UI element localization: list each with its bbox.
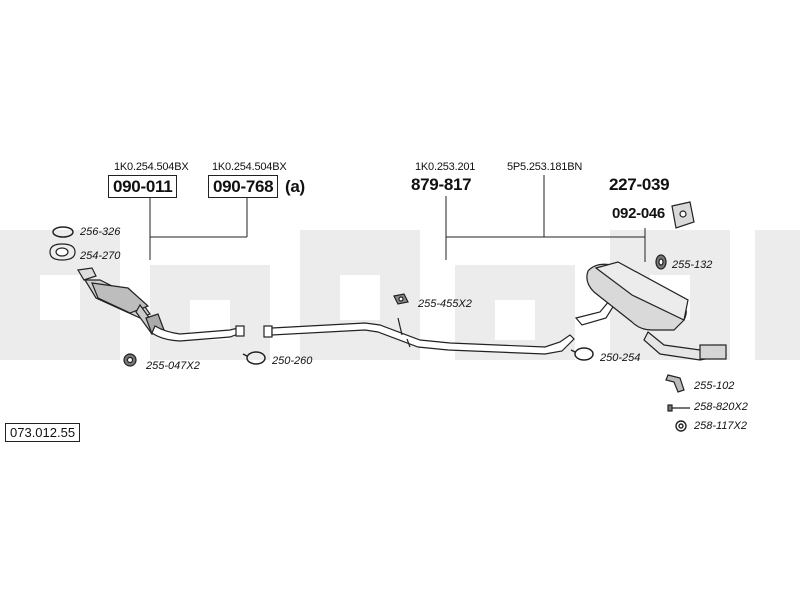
catalog-code: 073.012.55: [5, 423, 81, 442]
part-number-catalyst-1[interactable]: 090-011: [108, 175, 178, 198]
hanger-icon: [393, 293, 409, 305]
leader-lines: [149, 175, 646, 262]
catalytic-converter-part[interactable]: [77, 267, 165, 335]
bolt-icon: [667, 404, 690, 412]
rubber-mount-icon-1: [123, 353, 137, 367]
accessory-label-2[interactable]: 254-270: [80, 250, 121, 262]
accessory-label-1[interactable]: 256-326: [80, 226, 121, 238]
oe-number-2: 1K0.254.504BX: [212, 161, 287, 173]
part-number-bracket[interactable]: 092-046: [612, 205, 665, 222]
rubber-mount-icon-2: [655, 254, 667, 270]
clamp-icon-2: [570, 347, 594, 361]
accessory-label-3[interactable]: 255-047X2: [146, 360, 200, 372]
oe-number-4: 5P5.253.181BN: [507, 161, 583, 173]
flange-gasket-icon: [49, 243, 76, 261]
ring-gasket-icon: [52, 226, 74, 238]
accessory-label-10[interactable]: 258-117X2: [694, 420, 748, 432]
accessory-label-4[interactable]: 250-260: [272, 355, 313, 367]
mounting-bracket-part[interactable]: [671, 201, 695, 229]
accessory-label-9[interactable]: 258-820X2: [694, 401, 748, 413]
accessory-label-6[interactable]: 250-254: [600, 352, 641, 364]
bracket-icon: [665, 374, 685, 393]
clamp-icon-1: [242, 351, 266, 365]
oe-number-1: 1K0.254.504BX: [114, 161, 189, 173]
washer-icon: [675, 420, 687, 432]
part-number-catalyst-2[interactable]: 090-768: [208, 175, 279, 198]
accessory-label-7[interactable]: 255-132: [672, 259, 713, 271]
oe-number-3: 1K0.253.201: [415, 161, 476, 173]
part-number-middle-pipe[interactable]: 879-817: [411, 175, 472, 194]
part-number-rear-muffler[interactable]: 227-039: [609, 175, 670, 194]
rear-muffler-part[interactable]: [574, 261, 727, 361]
accessory-label-8[interactable]: 255-102: [694, 380, 735, 392]
middle-pipe-part[interactable]: [263, 317, 575, 355]
accessory-label-5[interactable]: 255-455X2: [418, 298, 472, 310]
front-pipe-part[interactable]: [151, 325, 245, 342]
part-number-suffix: (a): [285, 177, 305, 196]
